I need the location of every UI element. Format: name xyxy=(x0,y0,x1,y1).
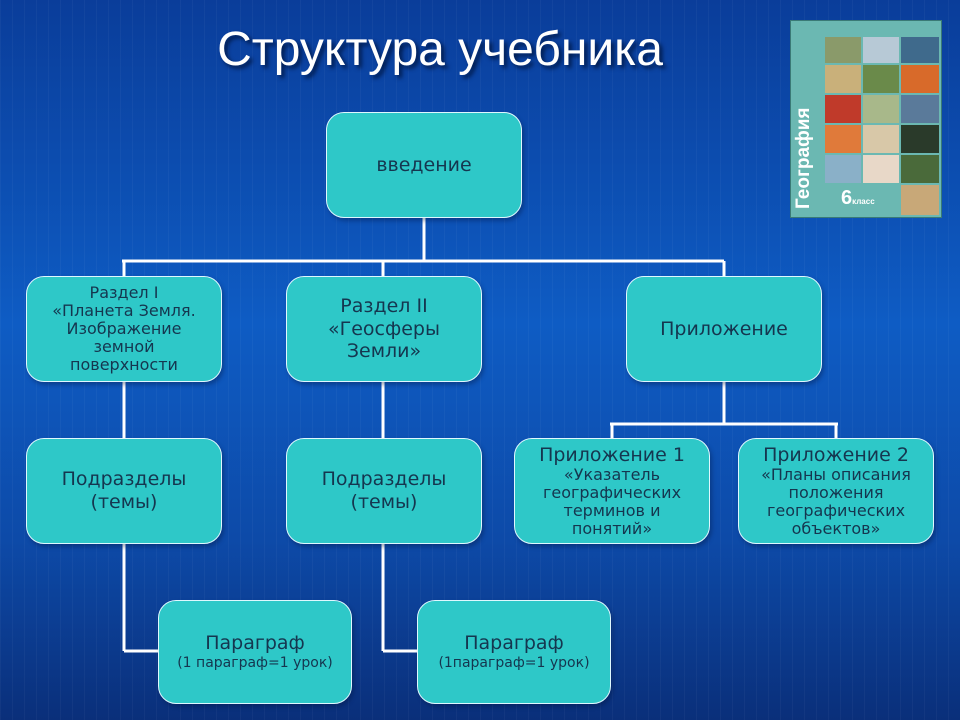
box-paragraph-1: Параграф (1 параграф=1 урок) xyxy=(158,600,352,704)
cover-tile xyxy=(863,37,899,63)
cover-tile xyxy=(825,155,861,183)
box-paragraph-1-line2: (1 параграф=1 урок) xyxy=(177,655,333,671)
box-appendix-2-line5: объектов» xyxy=(791,518,881,538)
book-grade: 6класс xyxy=(841,187,875,210)
cover-tile xyxy=(901,125,939,153)
cover-tile xyxy=(863,125,899,153)
book-subject: География xyxy=(793,107,814,209)
box-appendix-label: Приложение xyxy=(660,317,788,340)
textbook-cover-image: География 6класс xyxy=(790,20,942,218)
box-intro-label: введение xyxy=(376,153,472,176)
box-subsections-2-line1: Подразделы xyxy=(321,468,447,491)
cover-tile xyxy=(901,65,939,93)
box-appendix-1-line1: Приложение 1 xyxy=(539,443,685,466)
box-appendix-2-line1: Приложение 2 xyxy=(763,443,909,466)
book-grade-number: 6 xyxy=(841,187,853,209)
box-section2: Раздел II «Геосферы Земли» xyxy=(286,276,482,382)
box-section2-line1: Раздел II xyxy=(340,294,428,317)
box-subsections-1-line1: Подразделы xyxy=(61,468,187,491)
box-subsections-1: Подразделы (темы) xyxy=(26,438,222,544)
box-appendix-1-line4: терминов и xyxy=(563,500,661,520)
cover-tile xyxy=(863,95,899,123)
cover-tile xyxy=(825,95,861,123)
box-intro: введение xyxy=(326,112,522,218)
cover-tile xyxy=(825,125,861,153)
box-appendix-1-line2: «Указатель xyxy=(563,464,661,484)
cover-tile xyxy=(901,155,939,183)
box-paragraph-1-line1: Параграф xyxy=(205,632,305,655)
cover-tile xyxy=(825,37,861,63)
box-paragraph-2-line2: (1параграф=1 урок) xyxy=(438,655,590,671)
box-section1-line3: Изображение xyxy=(66,319,182,339)
box-appendix-2-line4: географических xyxy=(766,500,906,520)
cover-tile xyxy=(863,65,899,93)
box-section1-line2: «Планета Земля. xyxy=(52,301,196,321)
box-paragraph-2: Параграф (1параграф=1 урок) xyxy=(417,600,611,704)
cover-tile xyxy=(901,95,939,123)
cover-tile xyxy=(901,37,939,63)
box-section2-line2: «Геосферы xyxy=(328,317,440,340)
book-grade-word: класс xyxy=(852,197,875,206)
box-appendix-1-line3: географических xyxy=(542,482,682,502)
box-section1-line4: земной xyxy=(93,336,155,356)
box-section1: Раздел I «Планета Земля. Изображение зем… xyxy=(26,276,222,382)
box-appendix-1-line5: понятий» xyxy=(571,518,653,538)
box-section1-line5: поверхности xyxy=(70,354,178,374)
box-subsections-1-line2: (темы) xyxy=(90,491,158,513)
box-appendix-2-line3: положения xyxy=(788,482,884,502)
box-paragraph-2-line1: Параграф xyxy=(464,632,564,655)
cover-tile xyxy=(863,155,899,183)
slide-title: Структура учебника xyxy=(217,23,663,76)
box-appendix-2: Приложение 2 «Планы описания положения г… xyxy=(738,438,934,544)
box-subsections-2: Подразделы (темы) xyxy=(286,438,482,544)
box-appendix-1: Приложение 1 «Указатель географических т… xyxy=(514,438,710,544)
box-section1-line1: Раздел I xyxy=(89,283,159,303)
box-appendix: Приложение xyxy=(626,276,822,382)
cover-tile xyxy=(901,185,939,215)
box-appendix-2-line2: «Планы описания xyxy=(761,464,911,484)
cover-tile xyxy=(825,65,861,93)
box-subsections-2-line2: (темы) xyxy=(350,491,418,513)
box-section2-line3: Земли» xyxy=(346,340,422,363)
